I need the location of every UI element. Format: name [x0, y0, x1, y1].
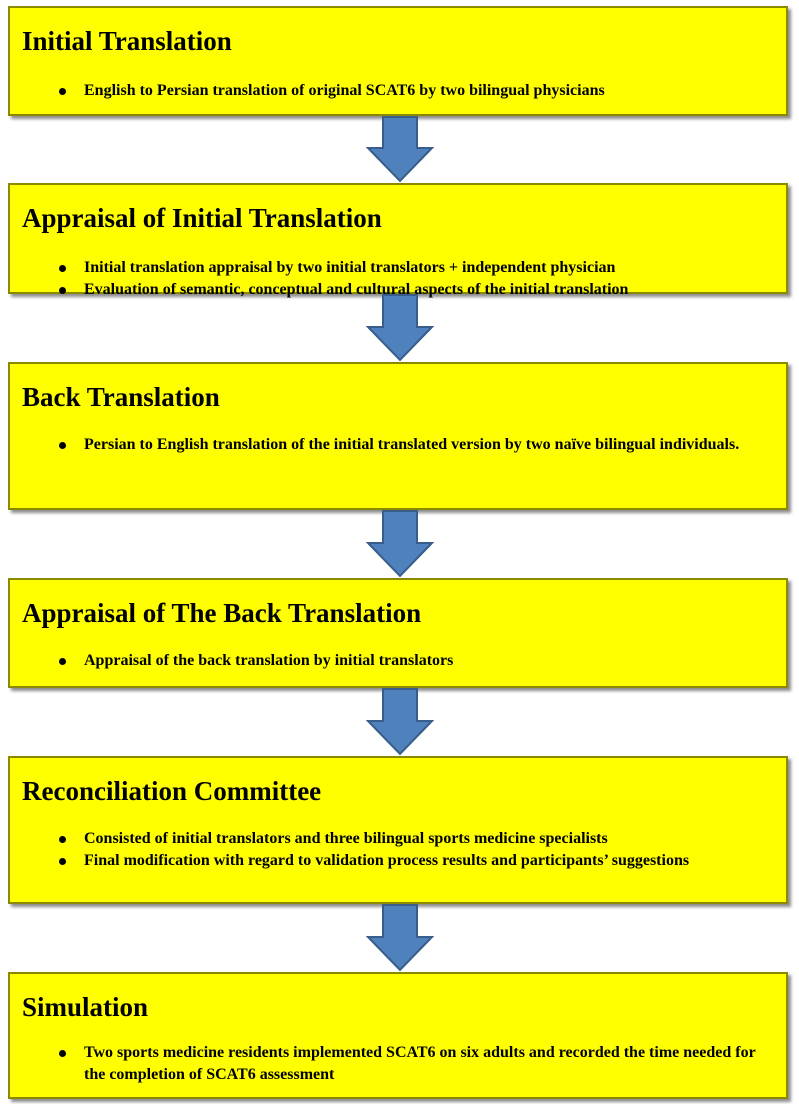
bullet-icon — [59, 442, 66, 449]
step-box-appraisal-initial-translation: Appraisal of Initial Translation Initial… — [8, 183, 788, 298]
step-bullet: Evaluation of semantic, conceptual and c… — [56, 279, 768, 301]
bullet-icon — [59, 658, 66, 665]
step-title: Initial Translation — [22, 26, 232, 56]
step-bullet-list: English to Persian translation of origin… — [56, 80, 768, 102]
step-bullet-text: Consisted of initial translators and thr… — [84, 830, 608, 847]
down-arrow-icon — [366, 688, 434, 756]
step-bullet: Final modification with regard to valida… — [56, 850, 768, 872]
step-title: Simulation — [22, 992, 149, 1022]
down-arrow-icon — [366, 510, 434, 578]
step-title: Appraisal of The Back Translation — [22, 598, 422, 628]
step-bullet-text: English to Persian translation of origin… — [84, 82, 605, 99]
down-arrow-icon — [366, 904, 434, 972]
step-title: Reconciliation Committee — [22, 776, 322, 806]
step-bullet-text: Final modification with regard to valida… — [84, 852, 690, 869]
step-bullet-text: Evaluation of semantic, conceptual and c… — [84, 281, 629, 298]
step-bullet-list: Persian to English translation of the in… — [56, 434, 768, 456]
bullet-icon — [59, 1050, 66, 1057]
step-bullet: Appraisal of the back translation by ini… — [56, 650, 768, 672]
step-bullet-list: Appraisal of the back translation by ini… — [56, 650, 768, 672]
step-box-reconciliation-committee: Reconciliation Committee Consisted of in… — [8, 756, 788, 904]
bullet-icon — [59, 88, 66, 95]
down-arrow-icon — [366, 116, 434, 183]
step-bullet: English to Persian translation of origin… — [56, 80, 768, 102]
step-bullet-list: Initial translation appraisal by two ini… — [56, 257, 768, 301]
bullet-icon — [59, 858, 66, 865]
bullet-icon — [59, 836, 66, 843]
step-bullet-text: Persian to English translation of the in… — [84, 436, 740, 453]
down-arrow-icon — [366, 294, 434, 362]
step-box-appraisal-back-translation: Appraisal of The Back Translation Apprai… — [8, 578, 788, 688]
bullet-icon — [59, 287, 66, 294]
step-title: Appraisal of Initial Translation — [22, 203, 382, 233]
step-box-simulation: Simulation Two sports medicine residents… — [8, 972, 788, 1099]
step-bullet-text: Initial translation appraisal by two ini… — [84, 259, 616, 276]
step-box-back-translation: Back Translation Persian to English tran… — [8, 362, 788, 510]
step-box-initial-translation: Initial Translation English to Persian t… — [8, 6, 788, 116]
step-bullet: Two sports medicine residents implemente… — [56, 1042, 768, 1086]
step-bullet-text: Appraisal of the back translation by ini… — [84, 652, 454, 669]
step-bullet: Initial translation appraisal by two ini… — [56, 257, 768, 279]
step-bullet-list: Consisted of initial translators and thr… — [56, 828, 768, 872]
step-bullet-list: Two sports medicine residents implemente… — [56, 1042, 768, 1086]
step-bullet: Consisted of initial translators and thr… — [56, 828, 768, 850]
step-bullet-text: Two sports medicine residents implemente… — [84, 1044, 756, 1083]
bullet-icon — [59, 265, 66, 272]
step-bullet: Persian to English translation of the in… — [56, 434, 768, 456]
step-title: Back Translation — [22, 382, 220, 412]
